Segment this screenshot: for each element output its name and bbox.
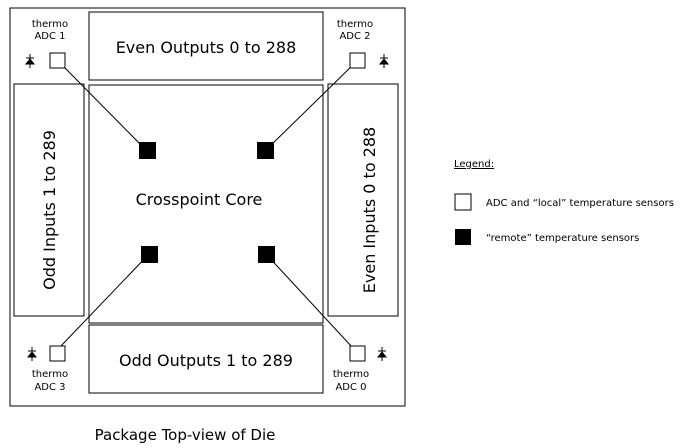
package-outline [9,7,406,407]
link-adc1-remote [63,66,147,151]
adc1-label-line2: ADC 1 [34,31,65,42]
adc0-label-line1: thermo [333,369,369,380]
odd-outputs-block [88,324,324,394]
remote-sensor [257,142,274,159]
local-sensor-adc2 [349,52,366,69]
link-adc2-remote [265,60,358,151]
remote-sensor [258,246,275,263]
diode-icon [26,347,38,361]
diagram-caption: Package Top-view of Die [95,426,276,444]
adc1-label-line1: thermo [32,19,68,30]
odd-inputs-label: Odd Inputs 1 to 289 [40,130,59,290]
adc3-label-line2: ADC 3 [34,382,65,393]
adc0-label-line2: ADC 0 [335,382,366,393]
adc2-label-line1: thermo [337,19,373,30]
legend-local-label: ADC and “local” temperature sensors [486,198,674,209]
odd-outputs-label: Odd Outputs 1 to 289 [119,351,293,370]
remote-sensor [139,142,156,159]
local-sensor-adc1 [49,52,66,69]
diode-icon [376,347,388,361]
local-sensor-adc3 [49,345,66,362]
even-inputs-block [327,83,399,317]
adc2-label-line2: ADC 2 [339,31,370,42]
crosspoint-core-region [88,84,324,324]
odd-inputs-block [13,83,85,317]
even-outputs-label: Even Outputs 0 to 288 [116,38,297,57]
diode-icon [24,54,36,68]
legend-local-swatch [454,193,472,211]
legend-title: Legend: [454,159,494,170]
link-adc0-remote [265,253,353,348]
local-sensor-adc0 [349,345,366,362]
legend-remote-label: “remote” temperature sensors [486,233,639,244]
diode-icon [378,54,390,68]
crosspoint-core-label: Crosspoint Core [136,190,263,209]
even-inputs-label: Even Inputs 0 to 288 [360,127,379,293]
link-adc3-remote [59,253,150,348]
even-outputs-block [88,11,324,81]
legend-remote-swatch [455,229,471,245]
adc3-label-line1: thermo [32,369,68,380]
remote-sensor [141,246,158,263]
